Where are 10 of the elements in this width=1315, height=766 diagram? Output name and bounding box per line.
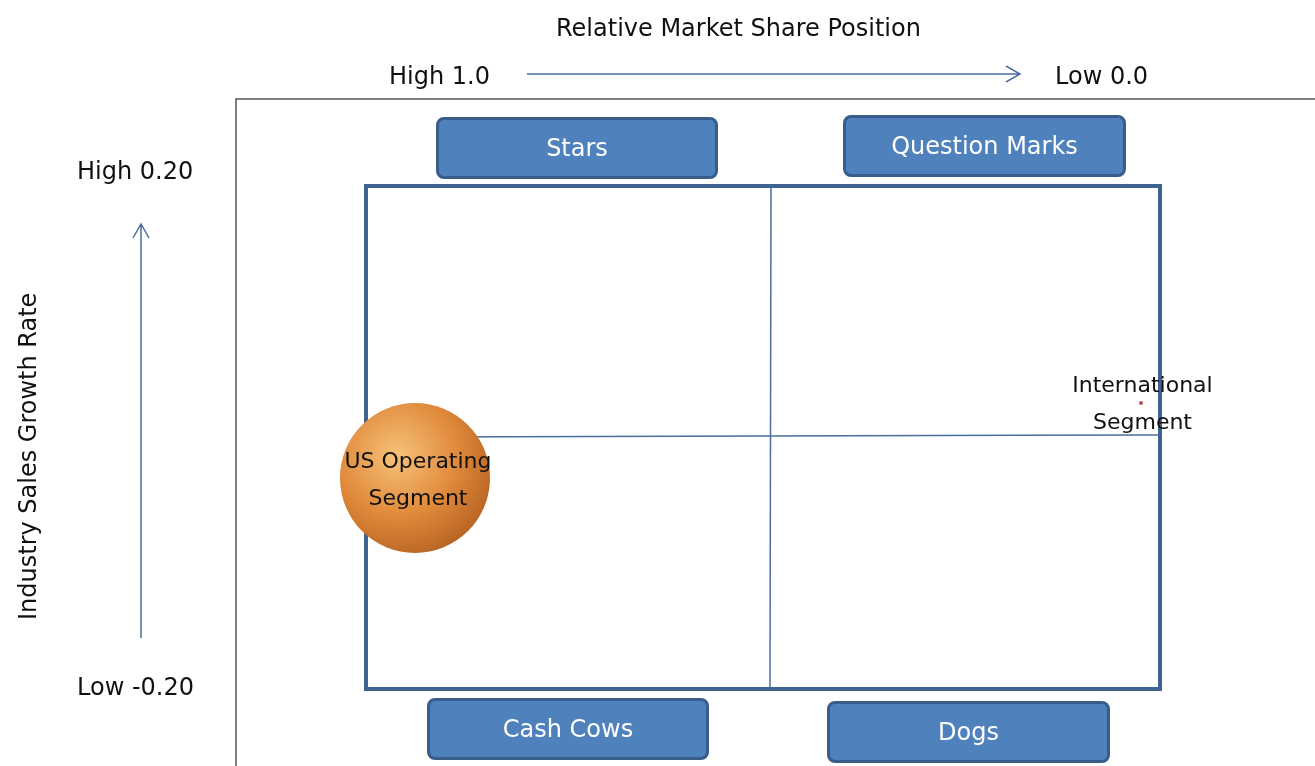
axis-title: Industry Sales Growth Rate xyxy=(14,292,42,620)
axis-tick-label: High 1.0 xyxy=(389,62,490,90)
quadrant-label-box: Question Marks xyxy=(843,115,1126,177)
axis-tick-label: High 0.20 xyxy=(77,157,194,185)
axis-tick-label: Low 0.0 xyxy=(1055,62,1149,90)
axis-tick-label: Low -0.20 xyxy=(77,673,194,701)
quadrant-label-box: Cash Cows xyxy=(427,698,709,760)
quadrant-label-box: Stars xyxy=(436,117,718,179)
quadrant-label-box: Dogs xyxy=(827,701,1110,763)
axis-title: Relative Market Share Position xyxy=(556,14,921,42)
